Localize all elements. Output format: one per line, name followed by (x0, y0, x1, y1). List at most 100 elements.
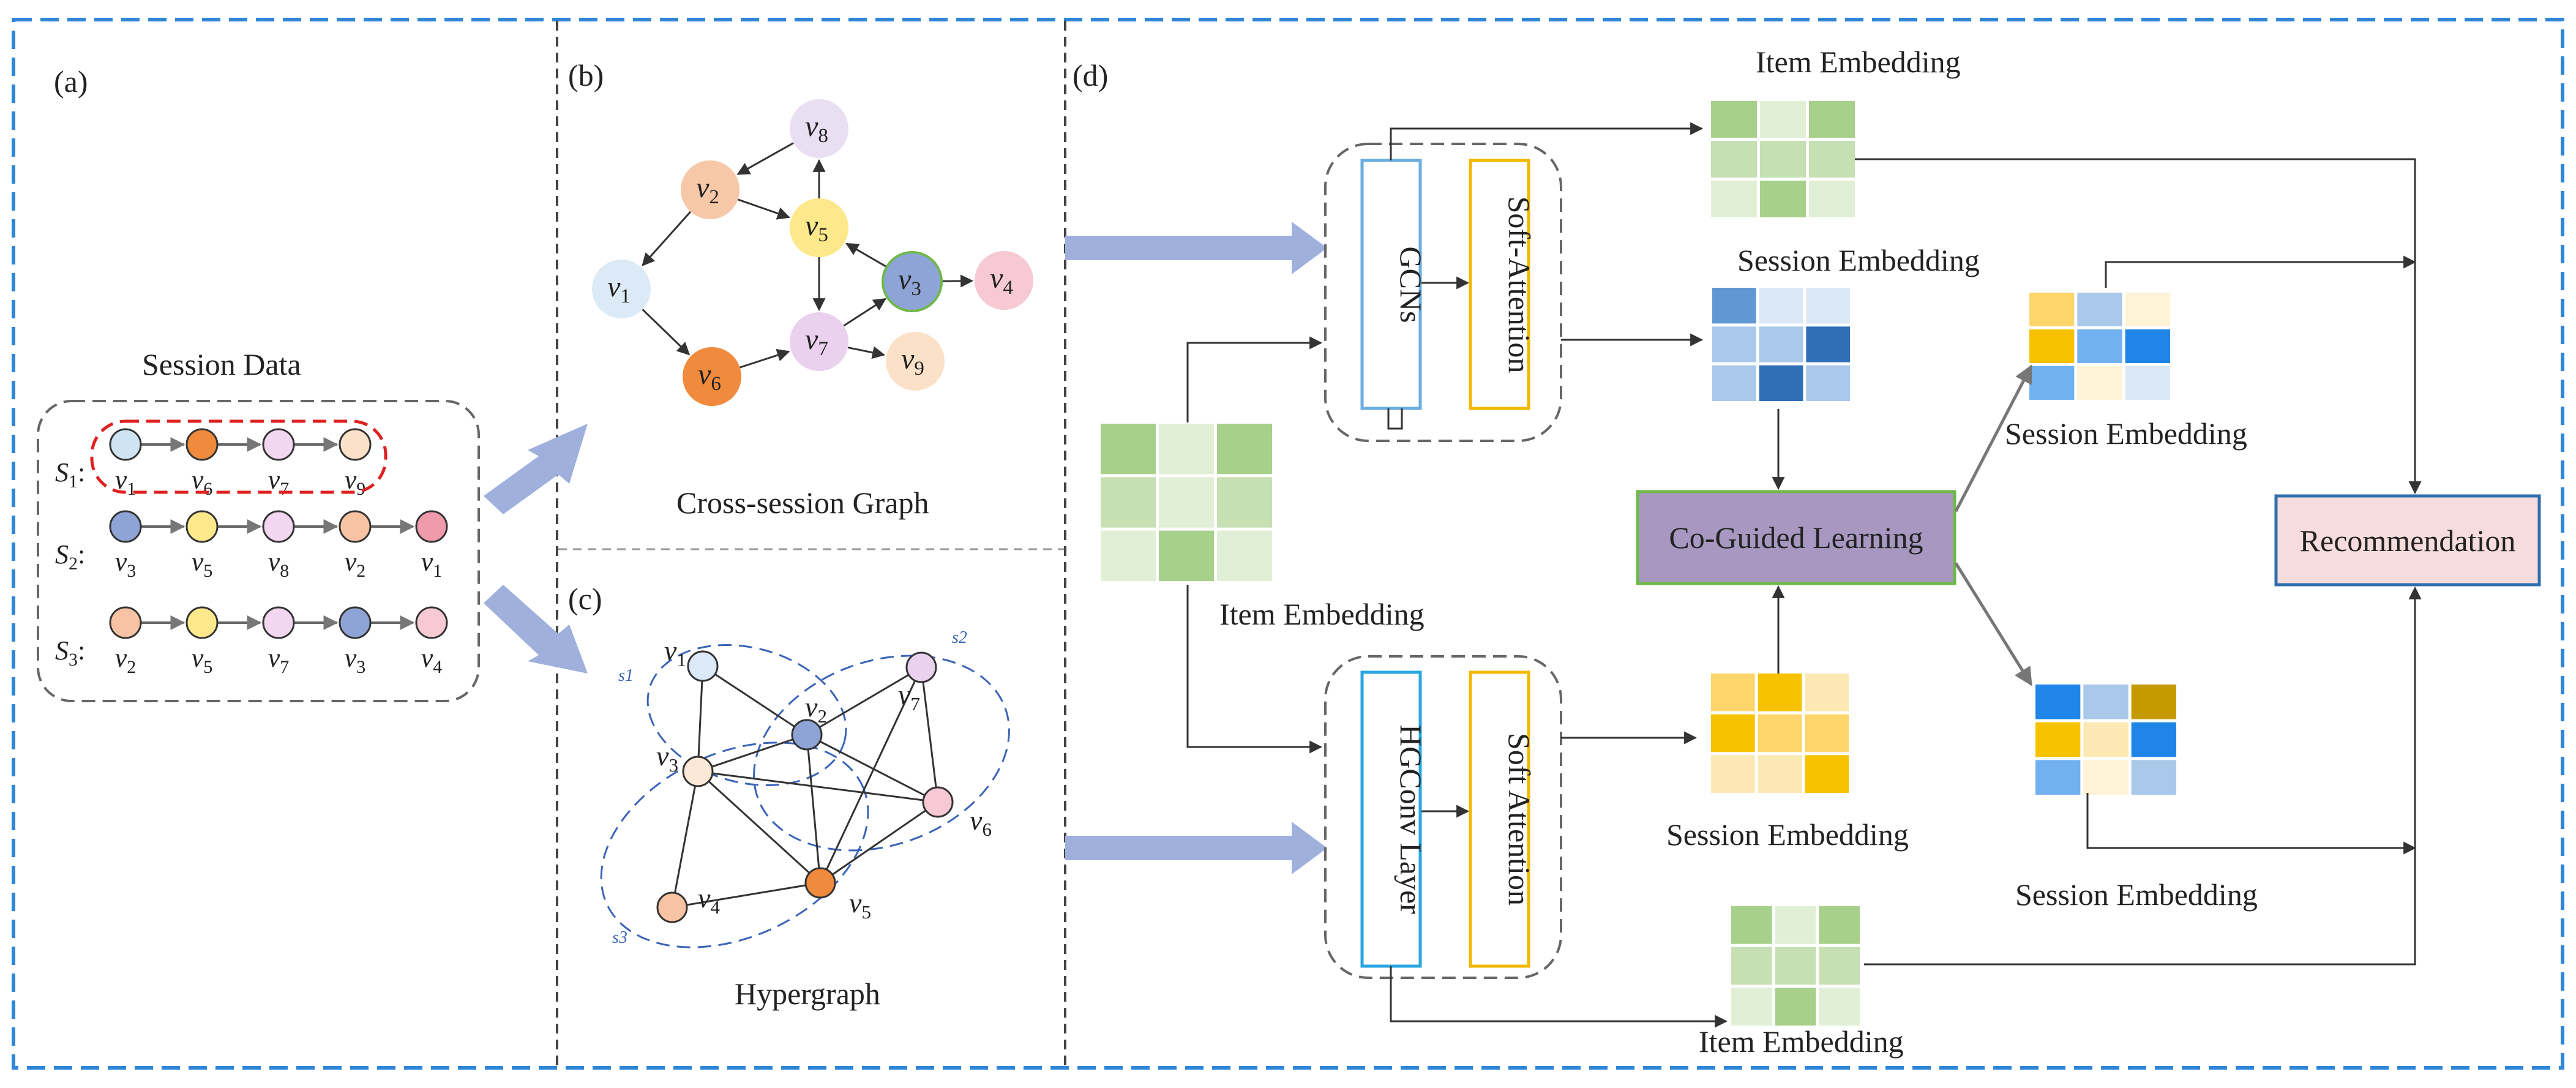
hypergraph-edge (806, 666, 922, 736)
recommendation-label: Recommendation (2300, 523, 2516, 558)
item-embedding-top-cell (1760, 141, 1806, 178)
big-arrow-a-to-b (484, 424, 588, 514)
graph-node-label: v7 (805, 323, 828, 360)
item-embedding-mid-cell (1217, 424, 1272, 475)
graph-edge (739, 348, 790, 369)
session-item-node (262, 606, 295, 639)
gcn-label: GCNs (1394, 246, 1428, 323)
session-embedding-top-label: Session Embedding (1737, 243, 1980, 277)
item-embedding-mid-cell (1217, 477, 1272, 528)
item-embedding-top-cell (1711, 181, 1757, 217)
session-embedding-top-cell (1759, 365, 1803, 401)
session-embedding-right-top-label: Session Embedding (2005, 416, 2247, 451)
item-embedding-bottom-cell (1819, 906, 1860, 944)
hypergraph-edge (806, 733, 938, 803)
session-embedding-top-cell (1759, 288, 1803, 324)
session-item-label: v8 (268, 547, 290, 581)
session-embedding-right-bottom-label: Session Embedding (2015, 877, 2258, 912)
session-label: S2: (55, 539, 85, 574)
big-arrow-b-to-d (1065, 222, 1327, 274)
panel-label-d: (d) (1073, 58, 1108, 92)
item-embedding-top-label: Item Embedding (1756, 45, 1961, 79)
session-item-label: v1 (115, 465, 137, 499)
item-embedding-bottom-cell (1775, 906, 1816, 944)
session-item-node (109, 428, 142, 461)
session-embedding-top-cell (1712, 288, 1756, 324)
item-embedding-mid-cell (1159, 424, 1214, 475)
session-embedding-right-top-cell (2029, 293, 2075, 326)
hypergraph-node (804, 867, 836, 899)
hypergraph-node (922, 786, 954, 818)
session-embedding-right-bottom-cell (2083, 722, 2129, 757)
hypergraph-node-label: v4 (698, 882, 720, 918)
session-item-label: v3 (345, 643, 366, 677)
session-embedding-bottom-label: Session Embedding (1666, 817, 1909, 852)
session-embedding-bottom-cell (1805, 673, 1849, 711)
graph-node (886, 332, 945, 391)
session-embedding-bottom-cell (1805, 714, 1849, 752)
graph-node-label: v5 (805, 209, 828, 246)
item-embedding-top-cell (1711, 141, 1757, 178)
hypergraph-edge (697, 770, 822, 884)
soft-attention-bottom-label: Soft Attention (1502, 733, 1537, 906)
session-item-node (109, 606, 142, 639)
session-item-label: v2 (115, 643, 137, 677)
session-item-node (415, 606, 448, 639)
session-embedding-right-bottom-cell (2035, 760, 2081, 795)
hypergraph-node (682, 756, 714, 787)
session-item-label: v1 (421, 547, 443, 581)
session-embedding-top-cell (1806, 365, 1850, 401)
graph-node-label: v2 (696, 171, 719, 208)
session-embedding-right-top-cell (2125, 329, 2170, 363)
hypergraph-node-label: v7 (898, 679, 920, 715)
graph-edge (642, 309, 691, 356)
embedding-grids (1101, 101, 2176, 1026)
session-embedding-top-cell (1806, 288, 1850, 324)
session-item-node (262, 428, 295, 461)
session-item-label: v6 (192, 465, 213, 499)
co-guided-learning-box (1636, 490, 1956, 585)
hypergraph-caption: Hypergraph (735, 977, 880, 1011)
graph-edge (736, 142, 794, 175)
hypergraph-edge (697, 666, 704, 772)
item-embedding-top-cell (1760, 181, 1806, 217)
session-embedding-right-top-cell (2029, 366, 2075, 400)
session-item-node (185, 606, 219, 639)
session-label: S1: (55, 457, 85, 492)
session-item-node (339, 606, 372, 639)
session-embedding-right-top-cell (2125, 293, 2170, 326)
session-embedding-bottom-cell (1758, 714, 1802, 752)
session-embedding-right-bottom-cell (2083, 685, 2129, 719)
item-embedding-mid-cell (1101, 477, 1156, 528)
soft-attention-top-label: Soft-Attention (1502, 197, 1537, 373)
graph-node (975, 251, 1033, 310)
item-embedding-bottom-cell (1819, 947, 1860, 985)
hypergraph-edge (702, 665, 807, 736)
hypergraph-edge (671, 771, 699, 908)
session-embedding-bottom-cell (1711, 673, 1755, 711)
hypergraph-node-label: v3 (656, 740, 678, 776)
session-item-label: v7 (268, 643, 290, 677)
item-embedding-top-cell (1809, 101, 1855, 138)
session-embedding-right-bottom-cell (2083, 760, 2129, 795)
session-embedding-right-top-cell (2077, 366, 2122, 400)
item-embedding-top-cell (1809, 181, 1855, 217)
graph-edge (737, 198, 790, 220)
item-embedding-top-cell (1809, 141, 1855, 178)
session-embedding-right-bottom-cell (2035, 685, 2081, 719)
session-embedding-bottom-cell (1805, 755, 1849, 793)
session-item-node (185, 510, 219, 543)
hyperedge-label: s1 (618, 666, 634, 685)
session-highlight (90, 419, 388, 494)
panel-label-a: (a) (54, 64, 88, 99)
gcn-group (1324, 143, 1562, 442)
item-embedding-bottom-cell (1819, 988, 1860, 1026)
session-item-label: v7 (268, 465, 290, 499)
hypergraph-node-label: v6 (970, 805, 992, 840)
item-embedding-mid-cell (1159, 530, 1214, 581)
hypergraph-edge (920, 667, 939, 803)
item-embedding-mid-cell (1101, 424, 1156, 475)
